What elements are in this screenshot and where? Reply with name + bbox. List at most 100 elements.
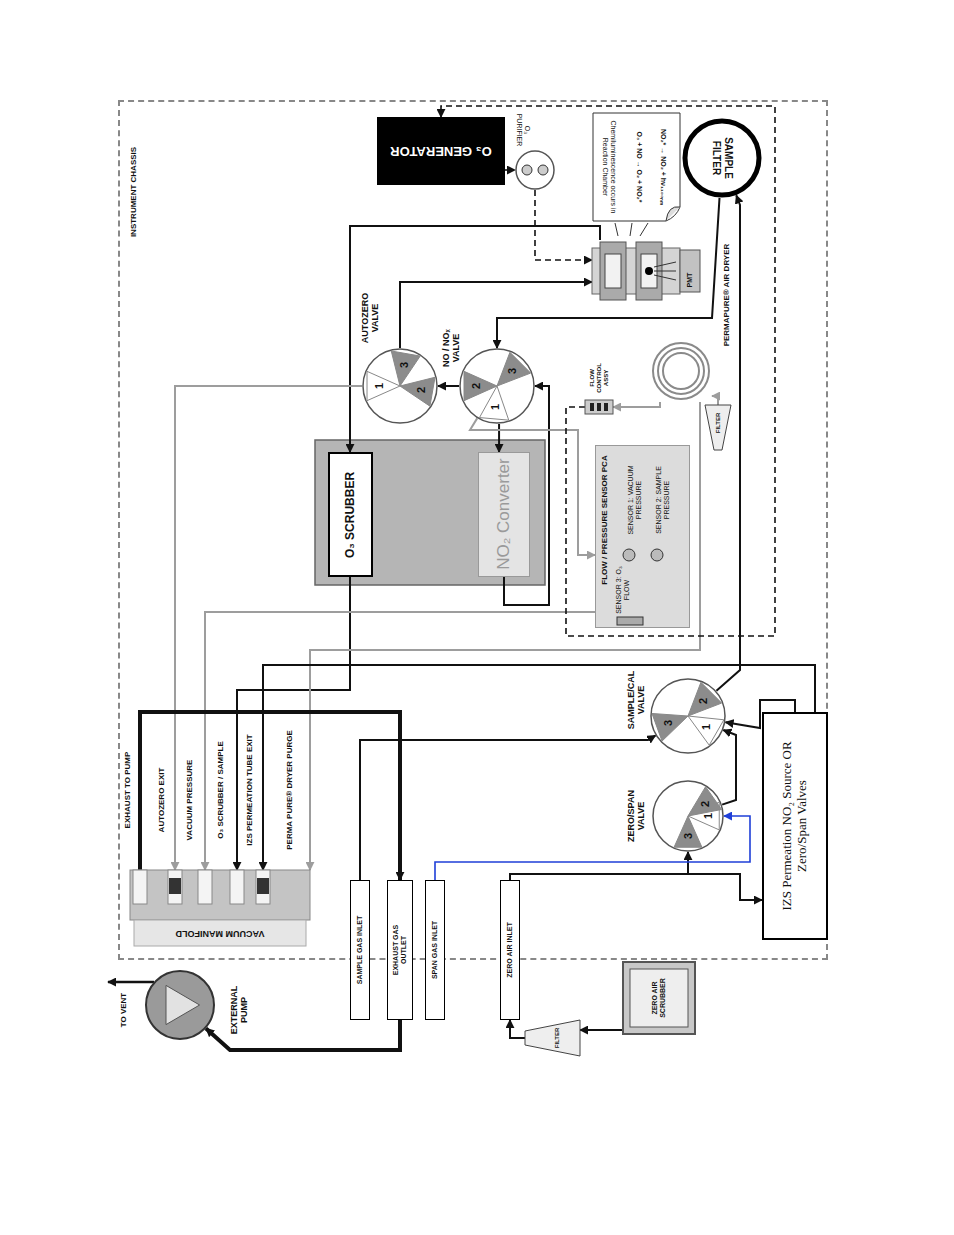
valve-port bbox=[652, 713, 688, 741]
component-label: O₃ GENERATOR bbox=[390, 144, 492, 159]
manifold-orifice bbox=[169, 878, 181, 894]
permapure-dryer: PERMAPURE® AIR DRYER bbox=[650, 340, 712, 402]
o3-purifier: O₃ PURIFIER bbox=[515, 150, 555, 190]
heater-enclosure bbox=[315, 440, 545, 585]
note-curl bbox=[666, 207, 680, 221]
zero-span-valve: ZERO/SPAN VALVE123 bbox=[652, 780, 724, 852]
gas-line bbox=[580, 1029, 623, 1031]
line-label: O₃ SCRUBBER / SAMPLE bbox=[216, 740, 225, 839]
port-number: 2 bbox=[697, 698, 710, 704]
external-pump-shape bbox=[145, 970, 215, 1040]
external-pump: EXTERNAL PUMP bbox=[145, 970, 215, 1040]
gas-line bbox=[237, 577, 350, 870]
scrubber-core bbox=[630, 969, 688, 1027]
pmt-body bbox=[680, 250, 700, 292]
no2-converter: NO₂ Converter bbox=[478, 452, 530, 577]
component-label: SAMPLE GAS INLET bbox=[355, 915, 363, 983]
gas-line bbox=[140, 712, 400, 880]
component-label: SAMPLE FILTER bbox=[711, 128, 734, 188]
light-path bbox=[654, 262, 676, 280]
port-number: 2 bbox=[415, 387, 428, 393]
gas-line bbox=[510, 874, 762, 900]
zero-air-inlet: ZERO AIR INLET bbox=[500, 880, 520, 1020]
component-label: NO₂* → NO₂ + hν₁₁₀₀ₙₘ bbox=[659, 119, 667, 215]
line-label: EXHAUST TO PUMP bbox=[123, 751, 132, 830]
valve-body bbox=[653, 781, 723, 851]
pump-rotor bbox=[166, 985, 200, 1024]
port-number: 1 bbox=[700, 724, 713, 730]
pump-body bbox=[146, 971, 214, 1039]
gas-line bbox=[510, 852, 688, 880]
component-label: O₃ SCRUBBER bbox=[344, 471, 358, 557]
component-label: FLOW / PRESSURE SENSOR PCA bbox=[600, 455, 609, 584]
permapure-dryer-shape bbox=[650, 340, 712, 402]
vent-arrow bbox=[108, 981, 154, 984]
component-label: ZERO AIR INLET bbox=[505, 922, 513, 977]
valve-port bbox=[688, 787, 722, 816]
gas-line bbox=[498, 424, 500, 452]
port-number: 1 bbox=[702, 813, 715, 819]
pressure-sensor bbox=[651, 549, 663, 561]
component-label: ZERO AIR SCRUBBER bbox=[651, 970, 667, 1026]
valve-body bbox=[363, 349, 437, 423]
purifier-port bbox=[538, 165, 548, 175]
o3-generator: O₃ GENERATOR bbox=[377, 117, 505, 185]
port-number: 3 bbox=[397, 362, 410, 368]
cell-chamber bbox=[600, 242, 626, 300]
izs-source: IZS Permeation NO₂ Source OR Zero/Span V… bbox=[762, 712, 828, 940]
component-label: IZS Permeation NO₂ Source OR Zero/Span V… bbox=[780, 741, 810, 911]
filter: FILTER bbox=[705, 405, 731, 450]
component-label: PERMAPURE® AIR DRYER bbox=[722, 244, 731, 347]
purifier-body bbox=[516, 151, 554, 189]
valve-port bbox=[497, 352, 531, 386]
component-label: EXTERNAL PUMP bbox=[229, 982, 250, 1038]
gas-line bbox=[438, 385, 459, 387]
reaction-note: Chemiluminescence occurs in Reaction Cha… bbox=[593, 113, 680, 221]
gas-line bbox=[441, 106, 775, 636]
valve-body bbox=[460, 349, 534, 423]
port-number: 3 bbox=[662, 720, 675, 726]
valve-port bbox=[464, 371, 497, 400]
dryer-coil bbox=[653, 343, 709, 399]
component-label: SENSOR 2: SAMPLE PRESSURE bbox=[654, 462, 670, 537]
component-label: INSTRUMENT CHASSIS bbox=[129, 147, 138, 237]
manifold-band bbox=[134, 920, 306, 946]
manifold-port bbox=[198, 870, 212, 904]
span-gas-inlet: SPAN GAS INLET bbox=[425, 880, 445, 1020]
port-number: 1 bbox=[372, 383, 385, 389]
valve-port bbox=[688, 716, 724, 745]
component-label: FLOW CONTROL ASSY bbox=[589, 358, 610, 398]
gas-line bbox=[613, 402, 660, 407]
component-label: SENSOR 1: VACUUM PRESSURE bbox=[626, 462, 642, 537]
manifold-port bbox=[230, 870, 244, 904]
manifold-orifice bbox=[257, 878, 269, 894]
scrubber-shell bbox=[623, 962, 695, 1034]
gas-line bbox=[712, 396, 718, 405]
valve-port bbox=[688, 682, 722, 716]
valve-body bbox=[651, 679, 725, 753]
sample-cal-valve-shape bbox=[650, 678, 726, 754]
callout-leader bbox=[615, 223, 618, 236]
reaction-point bbox=[645, 267, 653, 275]
component-label: SPAN GAS INLET bbox=[430, 920, 438, 978]
pressure-sensor bbox=[623, 549, 635, 561]
component-label: PMT bbox=[686, 273, 694, 288]
line-label: VACUUM PRESSURE bbox=[185, 759, 194, 842]
filter: FILTER bbox=[525, 1020, 580, 1056]
sample-cal-valve: SAMPLE/CAL VALVE123 bbox=[650, 678, 726, 754]
filter-shape bbox=[525, 1020, 580, 1056]
flow-sensor bbox=[617, 617, 643, 625]
filter-body bbox=[525, 1020, 580, 1056]
component-label: AUTOZERO VALVE bbox=[360, 288, 381, 348]
filter-body bbox=[705, 405, 731, 450]
cell-window bbox=[605, 254, 621, 288]
callout-leader bbox=[640, 223, 648, 236]
component-label: Chemiluminescence occurs in Reaction Cha… bbox=[601, 119, 617, 215]
component-label: NO₂ Converter bbox=[494, 458, 514, 569]
valve-port bbox=[391, 351, 420, 386]
component-label: EXHAUST GAS OUTLET bbox=[391, 920, 407, 980]
sample-filter: SAMPLE FILTER bbox=[682, 118, 762, 198]
o3-purifier-shape bbox=[515, 150, 555, 190]
line-label: AUTOZERO EXIT bbox=[157, 767, 166, 834]
fca-orifice bbox=[590, 403, 594, 411]
